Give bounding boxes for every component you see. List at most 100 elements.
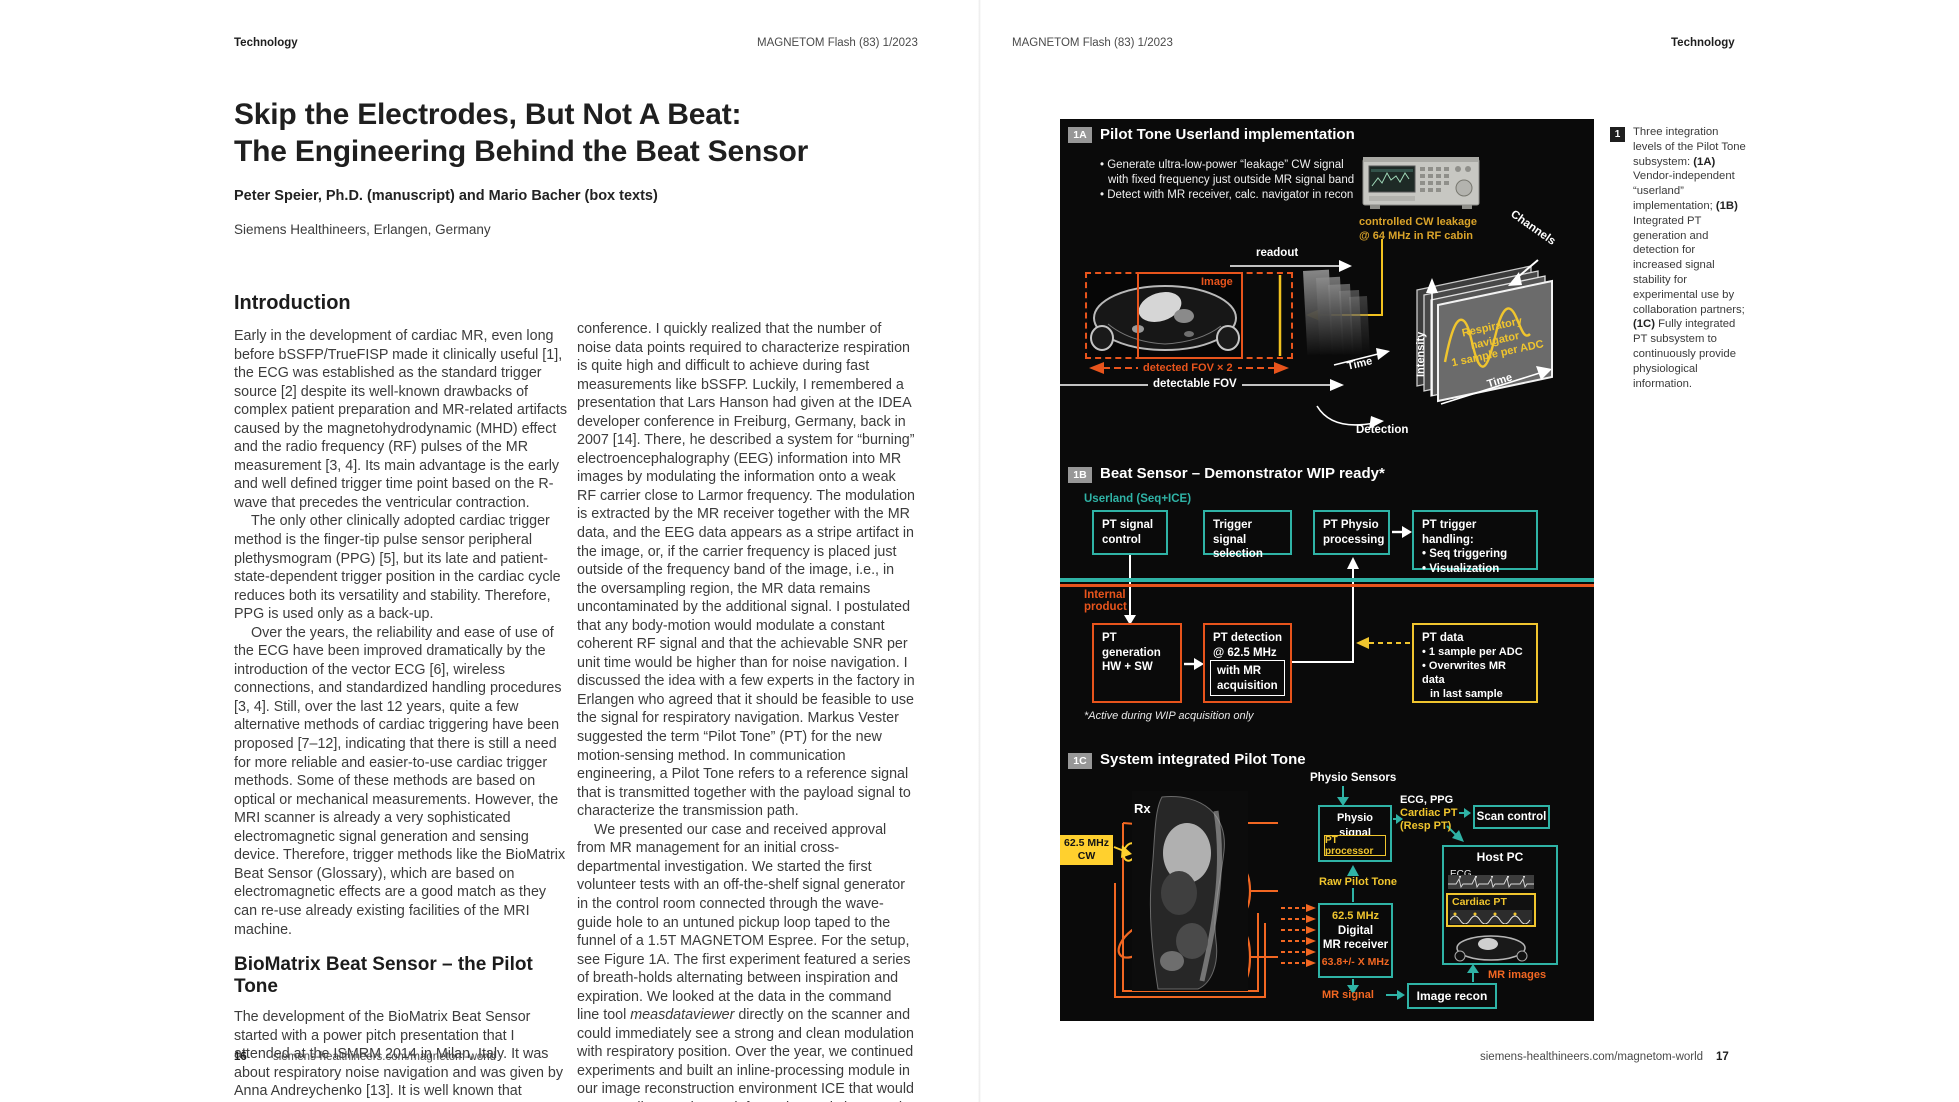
pt-detection-line1: PT detection (1213, 632, 1283, 644)
figure-1: 1A Pilot Tone Userland implementation • … (1060, 119, 1594, 1021)
left-header-section: Technology (234, 37, 298, 49)
article-title-line2: The Engineering Behind the Beat Sensor (234, 135, 809, 168)
ecg-trace-strip (1448, 875, 1534, 889)
right-header-journal: MAGNETOM Flash (83) 1/2023 (1012, 37, 1173, 49)
internal-product-line1: Internal (1084, 589, 1126, 601)
left-footer-url: siemens-healthineers.com/magnetom-world (273, 1051, 497, 1063)
pt-trigger-handling-item1: • Seq triggering (1422, 548, 1508, 560)
panel-1b-title: Beat Sensor – Demonstrator WIP ready* (1100, 465, 1385, 482)
pt-data-item1: • 1 sample per ADC (1422, 646, 1523, 658)
cw-source-box: 62.5 MHz CW (1060, 835, 1113, 865)
article-affiliation: Siemens Healthineers, Erlangen, Germany (234, 222, 491, 237)
pt-trigger-handling-title: PT trigger handling: (1422, 519, 1477, 546)
article-column-1: Introduction Early in the development of… (234, 292, 572, 1102)
cw-source-line1: 62.5 MHz (1064, 837, 1109, 849)
pt-data-item2: • Overwrites MR data (1422, 660, 1506, 686)
column2-paragraph-2-post: directly on the scanner and could immedi… (577, 1007, 915, 1102)
mr-image-thumbnail (1452, 931, 1530, 963)
pt-trigger-handling-item2: • Visualization (1422, 562, 1500, 575)
pt-data-box: PT data • 1 sample per ADC • Overwrites … (1412, 623, 1538, 703)
userland-separator-teal (1060, 578, 1594, 582)
image-fov-outline (1137, 272, 1243, 359)
right-page-number: 17 (1716, 1051, 1729, 1063)
signal-generator-photo (1362, 157, 1480, 209)
pt-detection-box: PT detection @ 62.5 MHz (1203, 623, 1292, 703)
left-page-number: 16 (234, 1051, 247, 1063)
cardiac-pt-label: Cardiac PT (1400, 807, 1458, 819)
digital-mr-receiver-box: 62.5 MHz Digital MR receiver 63.8+/- X M… (1318, 903, 1393, 978)
caption-1a-label: (1A) (1693, 155, 1716, 168)
article-column-2: conference. I quickly realized that the … (577, 320, 915, 1102)
readout-label: readout (1256, 247, 1299, 259)
panel-1a-badge: 1A (1068, 127, 1092, 143)
caption-1c-label: (1C) (1633, 318, 1655, 331)
left-header-journal: MAGNETOM Flash (83) 1/2023 (757, 37, 918, 49)
sagittal-body-mr-image (1132, 791, 1248, 991)
pt-data-item2-cont: in last sample (1430, 688, 1503, 700)
figure-caption-badge: 1 (1610, 127, 1625, 142)
article-byline: Peter Speier, Ph.D. (manuscript) and Mar… (234, 188, 658, 204)
pt-generation-line2: HW + SW (1102, 661, 1153, 673)
internal-product-line2: product (1084, 601, 1127, 613)
right-header-section: Technology (1671, 37, 1735, 49)
image-recon-box: Image recon (1407, 983, 1497, 1009)
scan-control-box: Scan control (1473, 805, 1550, 829)
right-footer: 17 (1716, 1051, 1729, 1063)
panel-1c-title: System integrated Pilot Tone (1100, 751, 1306, 768)
intro-paragraph-2: The only other clinically adopted cardia… (234, 513, 561, 623)
intro-paragraph-1: Early in the development of cardiac MR, … (234, 328, 567, 511)
biomatrix-heading: BioMatrix Beat Sensor – the Pilot Tone (234, 954, 533, 998)
article-title: Skip the Electrodes, But Not A Beat: The… (234, 96, 808, 170)
left-footer: 16 (234, 1051, 247, 1063)
figure-connectors-graphic (1060, 239, 1553, 1000)
generator-caption-line2: @ 64 MHz in RF cabin (1359, 230, 1474, 242)
pt-physio-processing-box: PT Physio processing (1313, 510, 1390, 555)
biomatrix-paragraph-1: The development of the BioMatrix Beat Se… (234, 1009, 564, 1102)
detected-fov-label: detected FOV × 2 (1138, 362, 1238, 374)
panel-1a-bullets: • Generate ultra-low-power “leakage” CW … (1100, 158, 1354, 203)
mr-signal-label: MR signal (1322, 989, 1374, 1001)
column2-paragraph-2-pre: We presented our case and received appro… (577, 821, 911, 1024)
panel-1a-title: Pilot Tone Userland implementation (1100, 126, 1355, 143)
panel-1a-bullet1-line1: • Generate ultra-low-power “leakage” CW … (1100, 159, 1344, 171)
raw-pilot-tone-label: Raw Pilot Tone (1314, 876, 1403, 888)
axial-chest-mr-image (1088, 274, 1242, 357)
right-footer-url: siemens-healthineers.com/magnetom-world (1480, 1051, 1704, 1063)
receiver-mr-frequency: 63.8+/- X MHz (1321, 955, 1390, 968)
userland-label: Userland (Seq+ICE) (1084, 493, 1192, 505)
caption-1a-text: Vendor-independent “userland” implementa… (1633, 170, 1735, 212)
physio-sensors-label: Physio Sensors (1310, 772, 1397, 784)
intensity-axis-label: Intensity (1415, 331, 1427, 377)
with-mr-acquisition-line1: with MR (1217, 665, 1262, 677)
image-fov-label: Image (1201, 276, 1233, 288)
caption-1c-text: Fully integrated PT subsystem to continu… (1633, 318, 1736, 390)
receiver-pt-frequency: 62.5 MHz (1331, 910, 1380, 922)
intro-heading: Introduction (234, 292, 351, 314)
detection-label: Detection (1356, 424, 1409, 436)
pt-data-title: PT data (1422, 632, 1464, 644)
column2-paragraph-2: We presented our case and received appro… (577, 821, 915, 1102)
page-gutter (978, 0, 981, 1102)
receiver-line1: Digital (1337, 924, 1374, 937)
column2-paragraph-2-tool-name: measdataviewer (630, 1007, 735, 1024)
host-pc-title: Host PC (1476, 850, 1524, 864)
pt-detection-line2: @ 62.5 MHz (1213, 646, 1277, 659)
with-mr-acquisition-box: with MR acquisition (1210, 660, 1285, 696)
pt-processor-box: PT processor (1324, 835, 1386, 857)
resp-pt-label: (Resp PT) (1400, 820, 1452, 832)
receiver-line2: MR receiver (1322, 939, 1389, 951)
detectable-fov-label: detectable FOV (1148, 378, 1242, 390)
cardiac-pt-box-label: Cardiac PT (1452, 896, 1507, 908)
generator-caption: controlled CW leakage @ 64 MHz in RF cab… (1359, 215, 1477, 243)
rx-label: Rx (1134, 801, 1151, 816)
mr-images-label: MR images (1488, 969, 1547, 981)
pt-generation-line1: PT generation (1102, 632, 1161, 659)
caption-1b-text: Integrated PT generation and detection f… (1633, 214, 1745, 316)
ecg-ppg-label: ECG, PPG (1400, 794, 1454, 806)
with-mr-acquisition-line2: acquisition (1217, 679, 1278, 692)
column2-paragraph-1: conference. I quickly realized that the … (577, 321, 915, 820)
caption-1b-label: (1B) (1715, 199, 1738, 212)
generator-caption-line1: controlled CW leakage (1359, 216, 1477, 228)
pt-trigger-handling-box: PT trigger handling: • Seq triggering • … (1412, 510, 1538, 575)
panel-1b-badge: 1B (1068, 467, 1092, 483)
